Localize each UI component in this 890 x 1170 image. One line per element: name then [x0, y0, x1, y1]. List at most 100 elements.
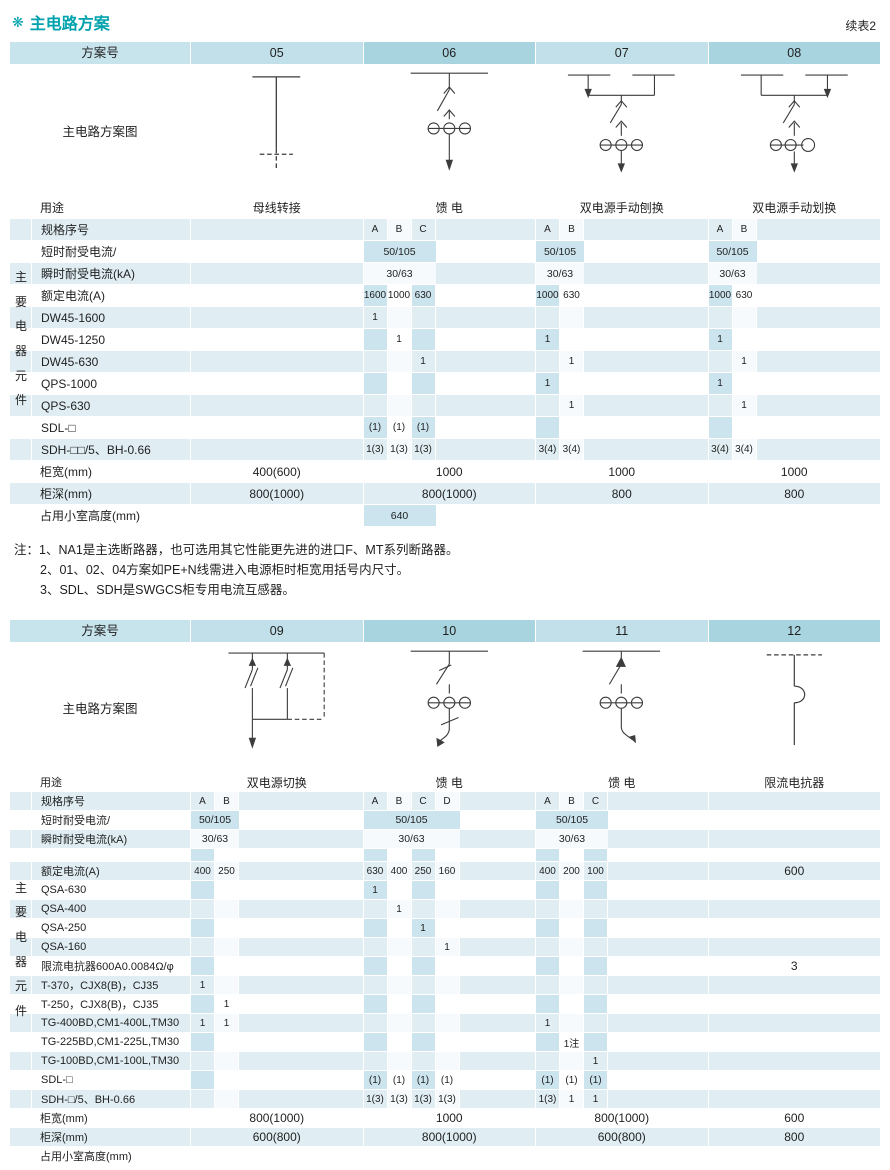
column-10 [362, 976, 536, 994]
value-cell: 800(1000) [421, 486, 477, 501]
row-label: 柜深(mm) [40, 1132, 88, 1144]
column-05 [190, 439, 363, 460]
column-10 [362, 1033, 536, 1051]
empty-cell [411, 373, 436, 394]
row-label: 柜宽(mm) [40, 465, 92, 479]
empty-cell [191, 1033, 215, 1051]
value-cell: 双电源切换 [246, 775, 307, 790]
empty-cell [411, 849, 436, 861]
row-label: 规格序号 [41, 796, 85, 808]
empty-cell [412, 395, 436, 416]
column-10: 馈 电 [362, 773, 536, 791]
row-label: 瞬时耐受电流(kA) [41, 834, 128, 846]
value-cell: 250 [215, 862, 239, 880]
empty-cell [412, 1052, 436, 1070]
value-cell [435, 900, 460, 918]
table-row [10, 848, 880, 861]
component-strip-slot [10, 241, 32, 262]
column-10 [362, 1147, 536, 1165]
empty-cell [584, 938, 608, 956]
value-cell: 1(3) [364, 439, 388, 460]
value-cell [584, 1033, 608, 1051]
value-cell: C [412, 219, 436, 240]
table-row: SDL-□(1)(1)(1)(1)(1)(1)(1) [10, 1070, 880, 1089]
column-10: 1000 [362, 1109, 536, 1127]
value-cell: 母线转接 [252, 201, 301, 215]
column-11: 30/63 [535, 830, 708, 848]
empty-cell [584, 957, 608, 975]
value-cell [412, 938, 436, 956]
empty-cell [435, 976, 460, 994]
column-07 [535, 417, 708, 438]
row-label: 瞬时耐受电流(kA) [41, 267, 135, 281]
value-cell [387, 307, 412, 328]
column-06: 640 [362, 505, 536, 526]
value-cell: 1(3) [536, 1090, 560, 1108]
note-line-3: 3、SDL、SDH是SWGCS柜专用电流互感器。 [40, 583, 295, 597]
empty-cell [191, 1090, 215, 1108]
component-strip-slot [10, 938, 32, 956]
empty-cell [536, 417, 560, 438]
value-cell [560, 1014, 584, 1032]
value-cell: 800(1000) [249, 486, 305, 501]
empty-cell [436, 849, 460, 861]
component-strip-slot [10, 849, 32, 861]
column-09: 800(1000) [190, 1109, 363, 1127]
empty-cell [387, 395, 412, 416]
value-cell: 1 [435, 938, 460, 956]
value-cell: 1(3) [387, 439, 412, 460]
column-12 [707, 919, 881, 937]
column-09 [190, 919, 363, 937]
component-strip-slot [10, 919, 32, 937]
column-11: 1 [535, 1014, 708, 1032]
row-label: 柜深(mm) [40, 487, 92, 501]
component-strip-slot [10, 263, 32, 284]
column-09 [190, 900, 363, 918]
empty-cell [560, 417, 584, 438]
empty-cell [364, 976, 388, 994]
empty-cell [536, 849, 560, 861]
note-line-2: 2、01、02、04方案如PE+N线需进入电源柜时柜宽用括号内尺寸。 [40, 563, 410, 577]
column-09: 1 [190, 976, 363, 994]
column-05 [190, 241, 363, 262]
value-cell: 600 [784, 1111, 805, 1125]
column-07 [535, 307, 708, 328]
value-cell: 1 [584, 1090, 608, 1108]
value-cell: 30/63 [708, 263, 757, 284]
value-cell: 3(4) [732, 439, 757, 460]
value-cell: 1 [412, 351, 436, 372]
column-06: 1000 [362, 461, 536, 482]
column-06: 1 [362, 307, 536, 328]
empty-cell [388, 995, 412, 1013]
value-cell [215, 976, 239, 994]
value-cell: 1 [708, 329, 733, 350]
column-12: 600 [707, 1109, 881, 1127]
value-cell: 250 [412, 862, 436, 880]
column-08: 800 [707, 483, 881, 504]
table-row: 用途双电源切换馈 电馈 电限流电抗器 [10, 772, 880, 791]
column-11: 800(1000) [535, 1109, 708, 1127]
column-12 [707, 995, 881, 1013]
row-label: QSA-630 [41, 884, 87, 896]
value-cell: 1000 [536, 285, 560, 306]
column-12 [707, 1090, 881, 1108]
value-cell: 3 [790, 959, 798, 973]
column-11 [535, 849, 708, 861]
value-cell: 1 [364, 307, 388, 328]
empty-cell [388, 957, 412, 975]
value-cell: 1 [560, 1090, 584, 1108]
column-07: 30/63 [535, 263, 708, 284]
value-cell: 3(4) [536, 439, 560, 460]
value-cell: 160 [435, 862, 460, 880]
empty-cell [191, 881, 215, 899]
circuit-diagram-09 [190, 642, 363, 772]
value-cell: 600 [784, 864, 805, 878]
diagram-row: 主电路方案图 [10, 64, 880, 196]
